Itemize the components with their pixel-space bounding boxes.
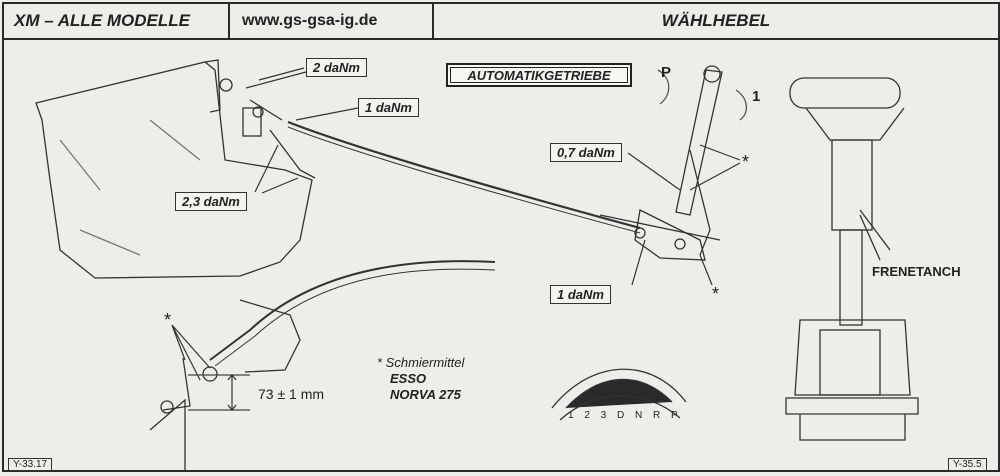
gear-gate: [551, 368, 687, 409]
frenetanch-label: FRENETANCH: [872, 264, 961, 279]
knob-head: [789, 77, 901, 109]
lube-mark-upper: *: [742, 152, 750, 172]
lube-mark-lower: *: [712, 284, 720, 304]
lubricant-product: NORVA 275: [390, 387, 461, 402]
torque-1-danm-upper: 1 daNm: [358, 98, 419, 117]
transmission-housing: [35, 61, 313, 279]
ref-right: Y-35.5: [948, 458, 987, 471]
lubricant-note: * Schmiermittel: [377, 355, 465, 370]
section-title: AUTOMATIKGETRIEBE: [446, 63, 632, 87]
torque-2-3-danm: 2,3 daNm: [175, 192, 247, 211]
model-title: XM – ALLE MODELLE: [4, 4, 230, 38]
selector-lever: [675, 69, 723, 216]
page-title: WÄHLHEBEL: [661, 11, 771, 30]
lubricant-brand: ESSO: [390, 371, 427, 386]
website-link[interactable]: www.gs-gsa-ig.de: [230, 4, 434, 38]
park-marker: P: [661, 64, 672, 81]
gate-labels: 1 2 3 D N R P: [568, 410, 682, 421]
torque-2-danm: 2 daNm: [306, 58, 367, 77]
ref-left: Y-33.17: [8, 458, 53, 471]
selector-cable: [287, 120, 641, 230]
position-one-marker: 1: [752, 88, 761, 105]
lower-cable: [209, 260, 496, 361]
measurement-label: 73 ± 1 mm: [258, 386, 325, 402]
lube-mark-left: *: [164, 310, 172, 330]
header-bar: XM – ALLE MODELLE www.gs-gsa-ig.de WÄHLH…: [2, 2, 1000, 40]
torque-0-7-danm: 0,7 daNm: [550, 143, 622, 162]
torque-1-danm-lower: 1 daNm: [550, 285, 611, 304]
content-frame: [2, 38, 1000, 472]
